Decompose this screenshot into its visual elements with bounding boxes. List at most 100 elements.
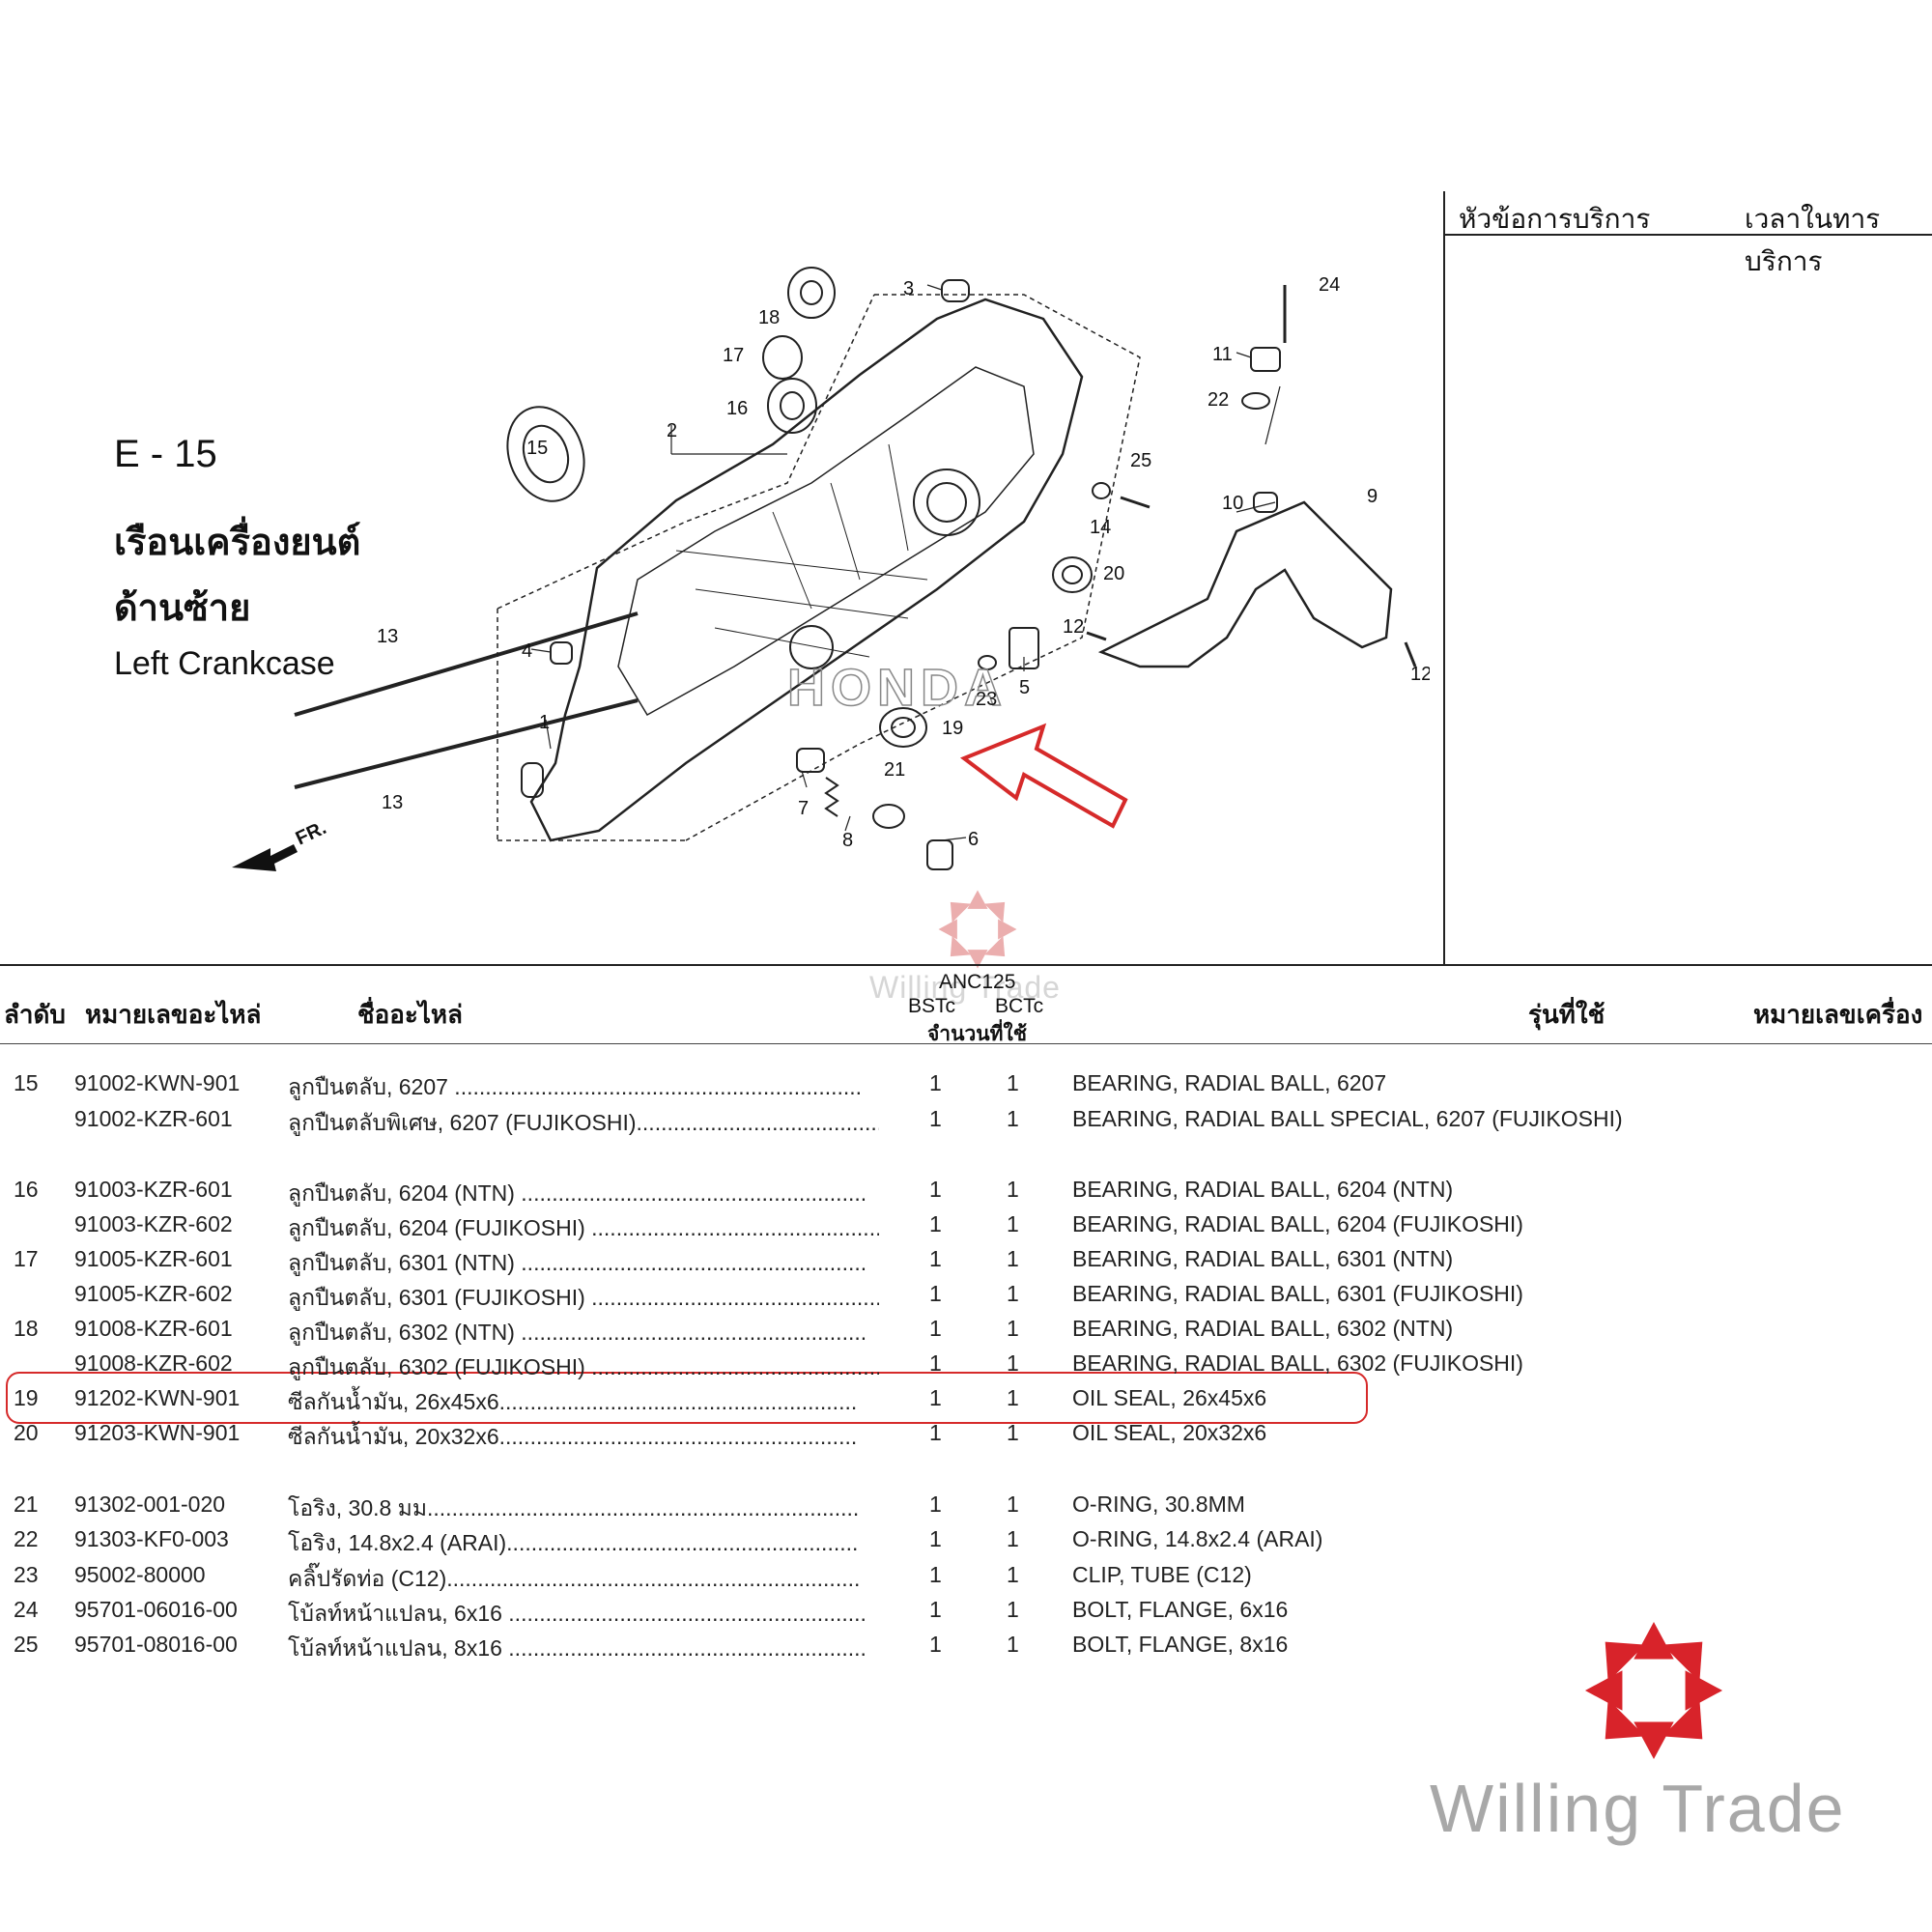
row-name-thai: ลูกปืนตลับ, 6207 .......................… xyxy=(288,1074,863,1099)
callout-6: 6 xyxy=(968,829,979,850)
row-name-english: BEARING, RADIAL BALL, 6302 (NTN) xyxy=(1072,1316,1454,1341)
callout-11: 11 xyxy=(1212,344,1233,365)
watermark-emblem xyxy=(938,890,1017,969)
diagram-title-english: Left Crankcase xyxy=(114,645,335,682)
row-qty-bctc: 1 xyxy=(1007,1632,1019,1657)
willing-trade-logo-emblem xyxy=(1584,1621,1723,1760)
row-name-thai: ลูกปืนตลับ, 6204 (NTN) .................… xyxy=(288,1180,867,1206)
row-qty-bctc: 1 xyxy=(1007,1177,1019,1202)
row-no: 19 xyxy=(14,1385,39,1410)
row-part-no: 91202-KWN-901 xyxy=(74,1385,241,1410)
callout-13b: 13 xyxy=(382,792,403,813)
callout-19: 19 xyxy=(942,718,963,739)
highlight-row-frame xyxy=(6,1372,1368,1424)
row-name-thai: ลูกปืนตลับ, 6301 (NTN) .................… xyxy=(288,1250,867,1275)
callout-16: 16 xyxy=(726,398,748,419)
callout-1: 1 xyxy=(539,712,550,733)
callout-17: 17 xyxy=(723,345,744,366)
row-no: 15 xyxy=(14,1070,39,1095)
callout-15: 15 xyxy=(526,438,548,459)
callout-12b: 12 xyxy=(1410,664,1430,685)
row-part-no: 91302-001-020 xyxy=(74,1492,226,1517)
service-time-header: เวลาในทารบริการ xyxy=(1745,204,1881,276)
row-qty-bctc: 1 xyxy=(1007,1246,1019,1271)
row-name-english: OIL SEAL, 20x32x6 xyxy=(1072,1420,1267,1445)
callout-4: 4 xyxy=(522,640,532,662)
callout-13a: 13 xyxy=(377,626,398,647)
callout-20: 20 xyxy=(1103,563,1124,584)
callout-24: 24 xyxy=(1319,274,1340,296)
row-name-thai: โบ้ลท์หน้าแปลน, 6x16 ...................… xyxy=(288,1601,867,1626)
row-qty-bstc: 1 xyxy=(929,1350,942,1376)
brand-mark-text: HONDA xyxy=(787,659,1008,717)
row-name-thai: ลูกปืนตลับ, 6302 (FUJIKOSHI) ...........… xyxy=(288,1354,879,1379)
callout-25: 25 xyxy=(1130,450,1151,471)
row-qty-bctc: 1 xyxy=(1007,1211,1019,1236)
row-no: 23 xyxy=(14,1562,39,1587)
row-qty-bctc: 1 xyxy=(1007,1070,1019,1095)
row-part-no: 95701-06016-00 xyxy=(74,1597,238,1622)
row-name-english: O-RING, 14.8x2.4 (ARAI) xyxy=(1072,1526,1323,1551)
row-name-english: BEARING, RADIAL BALL SPECIAL, 6207 (FUJI… xyxy=(1072,1106,1623,1131)
header-part-name: ชื่ออะไหล่ xyxy=(357,1000,463,1029)
diagram-code: E - 15 xyxy=(114,433,217,475)
row-qty-bstc: 1 xyxy=(929,1177,942,1202)
row-name-thai: โอริง, 30.8 มม..........................… xyxy=(288,1495,860,1520)
diagram-title-thai-line2: ด้านซ้าย xyxy=(114,588,251,629)
row-qty-bstc: 1 xyxy=(929,1211,942,1236)
row-qty-bctc: 1 xyxy=(1007,1562,1019,1587)
front-direction-arrow: FR. xyxy=(232,817,329,871)
row-qty-bctc: 1 xyxy=(1007,1526,1019,1551)
row-qty-bstc: 1 xyxy=(929,1632,942,1657)
row-part-no: 91003-KZR-602 xyxy=(74,1211,233,1236)
row-no: 16 xyxy=(14,1177,39,1202)
row-no: 22 xyxy=(14,1526,39,1551)
callout-2: 2 xyxy=(667,420,677,441)
row-qty-bctc: 1 xyxy=(1007,1385,1019,1410)
callout-10: 10 xyxy=(1222,493,1243,514)
row-part-no: 91002-KZR-601 xyxy=(74,1106,233,1131)
row-name-english: OIL SEAL, 26x45x6 xyxy=(1072,1385,1267,1410)
row-name-english: BEARING, RADIAL BALL, 6302 (FUJIKOSHI) xyxy=(1072,1350,1523,1376)
row-no: 24 xyxy=(14,1597,39,1622)
crankcase-exploded-diagram: HONDA FR. 1 2 3 4 5 6 7 8 9 10 11 12 12 … xyxy=(232,267,1430,871)
row-qty-bctc: 1 xyxy=(1007,1597,1019,1622)
row-name-thai: ลูกปืนตลับ, 6204 (FUJIKOSHI) ...........… xyxy=(288,1215,879,1240)
row-name-thai: คลิ๊ปรัดท่อ (C12).......................… xyxy=(288,1566,861,1591)
callout-12a: 12 xyxy=(1063,616,1084,638)
callout-22: 22 xyxy=(1208,389,1229,411)
row-qty-bstc: 1 xyxy=(929,1106,942,1131)
row-qty-bctc: 1 xyxy=(1007,1420,1019,1445)
header-variant-bstc: BSTc xyxy=(908,995,956,1017)
row-no: 25 xyxy=(14,1632,39,1657)
highlight-arrow xyxy=(959,723,1128,829)
callout-23: 23 xyxy=(976,689,997,710)
row-name-thai: ลูกปืนตลับพิเศษ, 6207 (FUJIKOSHI).......… xyxy=(288,1110,879,1135)
header-model: ANC125 xyxy=(939,971,1016,993)
row-part-no: 95701-08016-00 xyxy=(74,1632,238,1657)
front-marker-label: FR. xyxy=(293,817,329,850)
row-qty-bctc: 1 xyxy=(1007,1316,1019,1341)
row-part-no: 91303-KF0-003 xyxy=(74,1526,229,1551)
row-qty-bstc: 1 xyxy=(929,1246,942,1271)
row-part-no: 91008-KZR-601 xyxy=(74,1316,233,1341)
row-qty-bstc: 1 xyxy=(929,1281,942,1306)
row-name-thai: โอริง, 14.8x2.4 (ARAI)..................… xyxy=(288,1530,859,1555)
table-top-border xyxy=(0,964,1932,966)
service-panel-divider xyxy=(1443,191,1445,964)
row-qty-bstc: 1 xyxy=(929,1316,942,1341)
row-part-no: 91203-KWN-901 xyxy=(74,1420,241,1445)
row-qty-bctc: 1 xyxy=(1007,1106,1019,1131)
row-qty-bctc: 1 xyxy=(1007,1350,1019,1376)
row-qty-bstc: 1 xyxy=(929,1492,942,1517)
diagram-title-thai-line1: เรือนเครื่องยนต์ xyxy=(114,523,361,563)
row-no: 17 xyxy=(14,1246,39,1271)
row-part-no: 91005-KZR-601 xyxy=(74,1246,233,1271)
row-name-english: BEARING, RADIAL BALL, 6301 (NTN) xyxy=(1072,1246,1454,1271)
callout-18: 18 xyxy=(758,307,780,328)
row-name-thai: โบ้ลท์หน้าแปลน, 8x16 ...................… xyxy=(288,1635,867,1661)
row-part-no: 91005-KZR-602 xyxy=(74,1281,233,1306)
header-applicable-models: รุ่นที่ใช้ xyxy=(1528,1000,1605,1029)
row-name-english: BEARING, RADIAL BALL, 6207 xyxy=(1072,1070,1387,1095)
row-name-english: BEARING, RADIAL BALL, 6301 (FUJIKOSHI) xyxy=(1072,1281,1523,1306)
